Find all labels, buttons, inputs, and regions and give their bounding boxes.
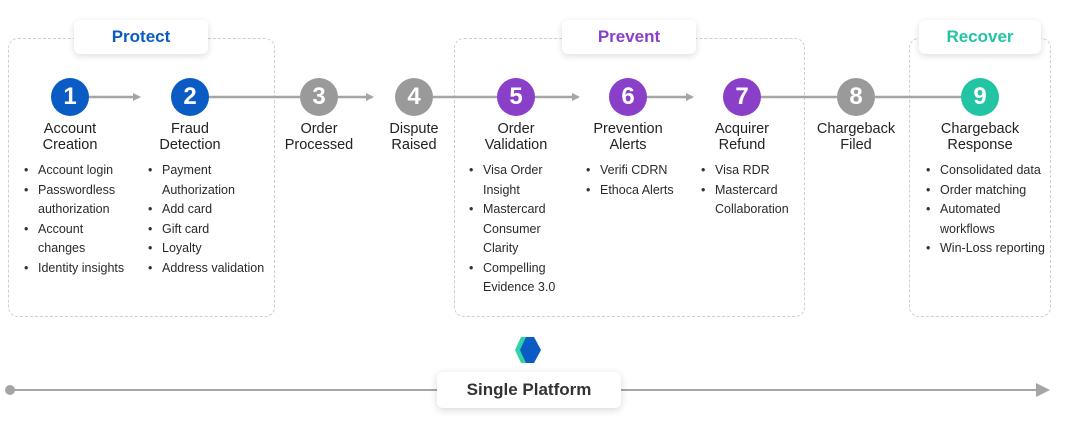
list-item: Account login [24, 161, 130, 181]
step-4-title-line1: Dispute [389, 121, 439, 137]
step-2-number: 2 [171, 78, 209, 116]
step-4-number: 4 [395, 78, 433, 116]
step-6-number: 6 [609, 78, 647, 116]
step-8-title: Chargeback Filed [801, 121, 911, 153]
step-2-title-line2: Detection [159, 137, 221, 153]
step-9-title-line1: Chargeback [940, 121, 1020, 137]
list-item: Visa RDR [701, 161, 801, 181]
step-8-number: 8 [837, 78, 875, 116]
step-7-list: Visa RDR Mastercard Collaboration [701, 161, 801, 220]
step-5-title-line2: Validation [484, 137, 548, 153]
group-label-recover: Recover [919, 20, 1041, 54]
list-item: Compelling Evidence 3.0 [469, 259, 569, 298]
step-5-title: Order Validation [461, 121, 571, 153]
list-item: Win-Loss reporting [926, 239, 1048, 259]
step-9-list: Consolidated data Order matching Automat… [926, 161, 1048, 259]
step-9-title-line2: Response [947, 137, 1013, 153]
step-1-number: 1 [51, 78, 89, 116]
platform-arrowhead [1036, 383, 1050, 397]
step-3-title-line2: Processed [284, 137, 354, 153]
list-item: Address validation [148, 259, 270, 279]
single-platform-label: Single Platform [437, 372, 621, 408]
list-item: Mastercard Consumer Clarity [469, 200, 569, 259]
step-2-title: Fraud Detection [135, 121, 245, 153]
step-1-list: Account login Passwordless authorization… [24, 161, 130, 278]
step-1-title: Account Creation [15, 121, 125, 153]
step-9-title: Chargeback Response [925, 121, 1035, 153]
step-8-title-line2: Filed [840, 137, 872, 153]
hexagon-logo-icon [515, 337, 541, 363]
list-item: Gift card [148, 220, 270, 240]
step-6-title-line1: Prevention [593, 121, 663, 137]
list-item: Visa Order Insight [469, 161, 569, 200]
step-2-title-line1: Fraud [171, 121, 209, 137]
step-3-title-line1: Order [300, 121, 338, 137]
list-item: Identity insights [24, 259, 130, 279]
list-item: Mastercard Collaboration [701, 181, 801, 220]
list-item: Verifi CDRN [586, 161, 692, 181]
list-item: Add card [148, 200, 270, 220]
step-5-number: 5 [497, 78, 535, 116]
step-4-title-line2: Raised [391, 137, 437, 153]
list-item: Consolidated data [926, 161, 1048, 181]
step-6-title: Prevention Alerts [573, 121, 683, 153]
step-2-list: Payment Authorization Add card Gift card… [148, 161, 270, 278]
step-7-title: Acquirer Refund [687, 121, 797, 153]
step-5-list: Visa Order Insight Mastercard Consumer C… [469, 161, 569, 298]
step-7-number: 7 [723, 78, 761, 116]
step-3-title: Order Processed [264, 121, 374, 153]
list-item: Loyalty [148, 239, 270, 259]
step-6-list: Verifi CDRN Ethoca Alerts [586, 161, 692, 200]
step-7-title-line1: Acquirer [715, 121, 769, 137]
step-1-title-line2: Creation [42, 137, 98, 153]
step-6-title-line2: Alerts [609, 137, 647, 153]
step-3-number: 3 [300, 78, 338, 116]
step-8-title-line1: Chargeback [816, 121, 896, 137]
group-label-protect: Protect [74, 20, 208, 54]
step-7-title-line2: Refund [718, 137, 766, 153]
step-9-number: 9 [961, 78, 999, 116]
list-item: Payment Authorization [148, 161, 270, 200]
step-4-title: Dispute Raised [359, 121, 469, 153]
list-item: Passwordless authorization [24, 181, 130, 220]
group-label-prevent: Prevent [562, 20, 696, 54]
list-item: Order matching [926, 181, 1048, 201]
list-item: Account changes [24, 220, 130, 259]
step-1-title-line1: Account [43, 121, 97, 137]
list-item: Ethoca Alerts [586, 181, 692, 201]
list-item: Automated workflows [926, 200, 1048, 239]
step-5-title-line1: Order [497, 121, 535, 137]
